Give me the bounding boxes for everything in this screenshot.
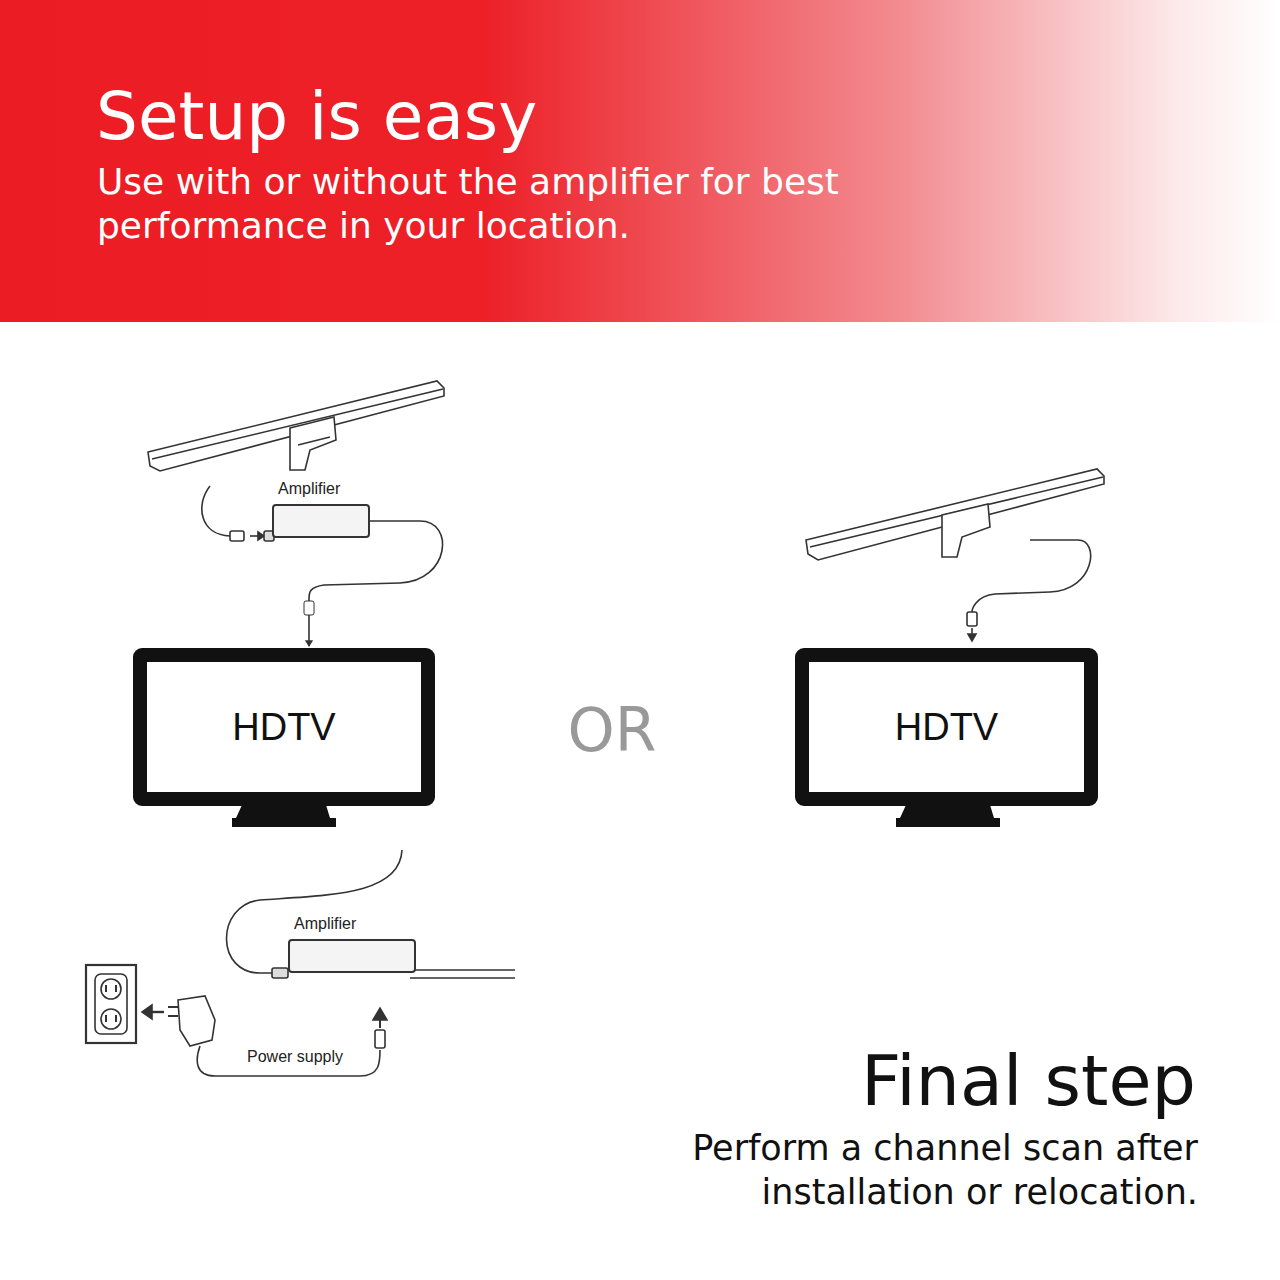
wall-outlet: [86, 965, 136, 1043]
antenna: [148, 381, 444, 471]
antenna: [806, 469, 1104, 560]
final-step-body: Perform a channel scan after installatio…: [558, 1126, 1198, 1214]
or-label: OR: [566, 695, 658, 765]
tv-label: HDTV: [895, 706, 998, 749]
hdtv-screen: HDTV: [133, 648, 435, 806]
hdtv-screen: HDTV: [795, 648, 1098, 806]
power-adapter: [168, 996, 387, 1076]
tv-label: HDTV: [232, 706, 335, 749]
coax-cable: [304, 521, 443, 647]
final-step-heading: Final step: [861, 1040, 1196, 1122]
page-title: Setup is easy: [96, 78, 537, 155]
power-supply-label: Power supply: [244, 1048, 346, 1066]
amplifier-label: Amplifier: [272, 480, 370, 498]
amplifier: Amplifier: [288, 915, 416, 973]
amplifier-label: Amplifier: [288, 915, 416, 933]
amplifier-box: [272, 504, 370, 538]
subtitle: Use with or without the amplifier for be…: [97, 160, 917, 248]
amplifier-box: [288, 939, 416, 973]
amplifier: Amplifier: [272, 480, 370, 538]
